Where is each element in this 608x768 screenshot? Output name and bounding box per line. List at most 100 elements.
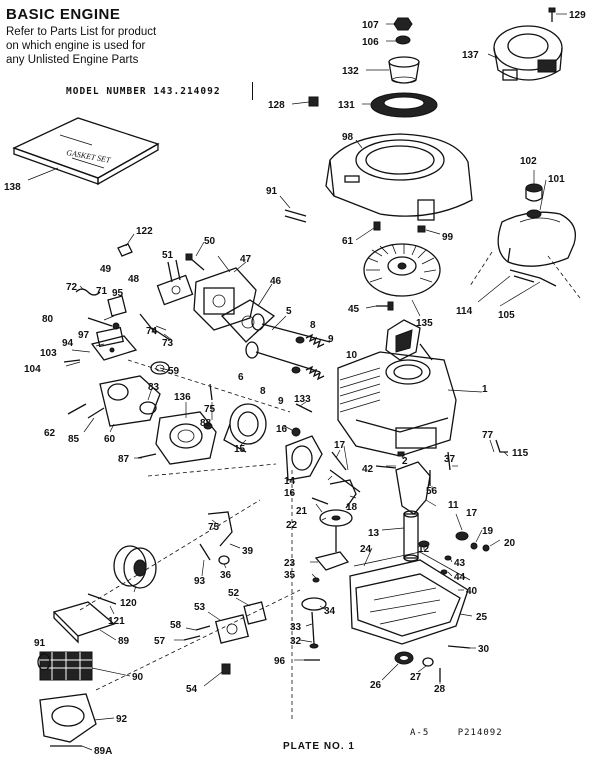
label-87: 87 xyxy=(118,454,130,465)
label-59: 59 xyxy=(168,366,180,377)
label-104: 104 xyxy=(24,364,41,375)
label-40: 40 xyxy=(466,586,478,597)
part-14-cover xyxy=(285,435,323,481)
label-13: 13 xyxy=(368,528,380,539)
label-91-lower: 91 xyxy=(34,638,46,649)
label-137: 137 xyxy=(462,50,479,61)
part-129-screw xyxy=(548,7,556,22)
label-51: 51 xyxy=(162,250,174,261)
label-114: 114 xyxy=(456,306,473,317)
part-25-base xyxy=(349,559,469,645)
label-22: 22 xyxy=(286,520,298,531)
part-128-clip xyxy=(308,96,319,107)
label-37: 37 xyxy=(444,454,456,465)
part-57-screw xyxy=(183,635,201,641)
part-97-bracket xyxy=(96,326,124,348)
label-138: 138 xyxy=(4,182,21,193)
part-133-screw xyxy=(295,403,313,413)
part-135-flywheel xyxy=(363,243,441,297)
label-12: 12 xyxy=(418,544,430,555)
label-32: 32 xyxy=(290,636,302,647)
page-ref: A-5 xyxy=(410,728,430,738)
part-132-cup xyxy=(388,56,420,84)
label-83: 83 xyxy=(148,382,160,393)
label-80: 80 xyxy=(42,314,54,325)
label-49: 49 xyxy=(100,264,112,275)
part-19-screw xyxy=(470,542,478,550)
label-10: 10 xyxy=(346,350,358,361)
part-61-screw xyxy=(373,221,381,231)
part-89-cover xyxy=(52,601,116,644)
part-52-gasket xyxy=(243,601,267,625)
label-14: 14 xyxy=(284,476,296,487)
label-52: 52 xyxy=(228,588,240,599)
part-47-carburetor xyxy=(193,267,257,331)
label-16-top: 16 xyxy=(276,424,288,435)
part-number-labels: 107 106 132 131 137 129 128 98 138 91 61… xyxy=(4,10,586,757)
part-26-seal xyxy=(394,651,414,665)
label-47: 47 xyxy=(240,254,252,265)
part-121-bolt xyxy=(87,593,117,605)
part-6-valve xyxy=(245,341,321,373)
part-115-clip xyxy=(495,439,508,453)
part-15-cover xyxy=(223,403,267,453)
label-89: 89 xyxy=(118,636,130,647)
label-96: 96 xyxy=(274,656,286,667)
label-136: 136 xyxy=(174,392,191,403)
label-132: 132 xyxy=(342,66,359,77)
label-99: 99 xyxy=(442,232,454,243)
part-44-washer xyxy=(440,569,448,575)
label-17-right: 17 xyxy=(466,508,478,519)
label-93: 93 xyxy=(194,576,206,587)
part-20-screw xyxy=(482,544,490,552)
label-23: 23 xyxy=(284,558,296,569)
label-18: 18 xyxy=(346,502,358,513)
label-33: 33 xyxy=(290,622,302,633)
plate-number: PLATE NO. 1 xyxy=(283,741,355,752)
label-44: 44 xyxy=(454,572,466,583)
label-34: 34 xyxy=(324,606,336,617)
label-8-top: 8 xyxy=(310,320,316,331)
label-74: 74 xyxy=(146,326,158,337)
part-80-lever xyxy=(87,317,120,330)
label-106: 106 xyxy=(362,37,379,48)
label-122: 122 xyxy=(136,226,153,237)
part-59-cap xyxy=(150,361,170,375)
part-42-pin xyxy=(375,465,397,469)
part-35-washer xyxy=(312,577,320,583)
part-85-screw xyxy=(87,407,105,419)
label-61: 61 xyxy=(342,236,354,247)
part-45-screw xyxy=(376,301,394,311)
part-17-fitting xyxy=(455,531,469,541)
label-88: 88 xyxy=(200,418,212,429)
part-18-rod xyxy=(329,479,357,509)
label-15: 15 xyxy=(234,444,246,455)
header-line-1: Refer to Parts List for product xyxy=(6,26,157,38)
part-46-gasket xyxy=(220,299,276,343)
label-39: 39 xyxy=(242,546,254,557)
part-37-bolt xyxy=(447,451,451,471)
label-98: 98 xyxy=(342,132,354,143)
part-98-blower-housing xyxy=(325,133,473,221)
gasket-set-label: GASKET SET xyxy=(66,148,112,165)
part-54-clip xyxy=(221,663,231,675)
label-36: 36 xyxy=(220,570,232,581)
label-103: 103 xyxy=(40,348,57,359)
part-120-filter xyxy=(113,545,157,589)
label-21: 21 xyxy=(296,506,308,517)
label-92: 92 xyxy=(116,714,128,725)
label-90: 90 xyxy=(132,672,144,683)
label-53: 53 xyxy=(194,602,206,613)
diagram-title: BASIC ENGINE xyxy=(6,6,121,23)
label-102: 102 xyxy=(520,156,537,167)
part-122-clip xyxy=(117,243,133,257)
label-5: 5 xyxy=(286,306,292,317)
model-divider xyxy=(252,82,253,100)
part-33-shaft xyxy=(311,611,315,645)
label-85: 85 xyxy=(68,434,80,445)
part-107-nut xyxy=(393,17,413,31)
label-95: 95 xyxy=(112,288,124,299)
part-39-lever xyxy=(207,511,233,547)
part-136-carb-body xyxy=(155,411,217,465)
header-line-2: on which engine is used for xyxy=(6,40,146,52)
